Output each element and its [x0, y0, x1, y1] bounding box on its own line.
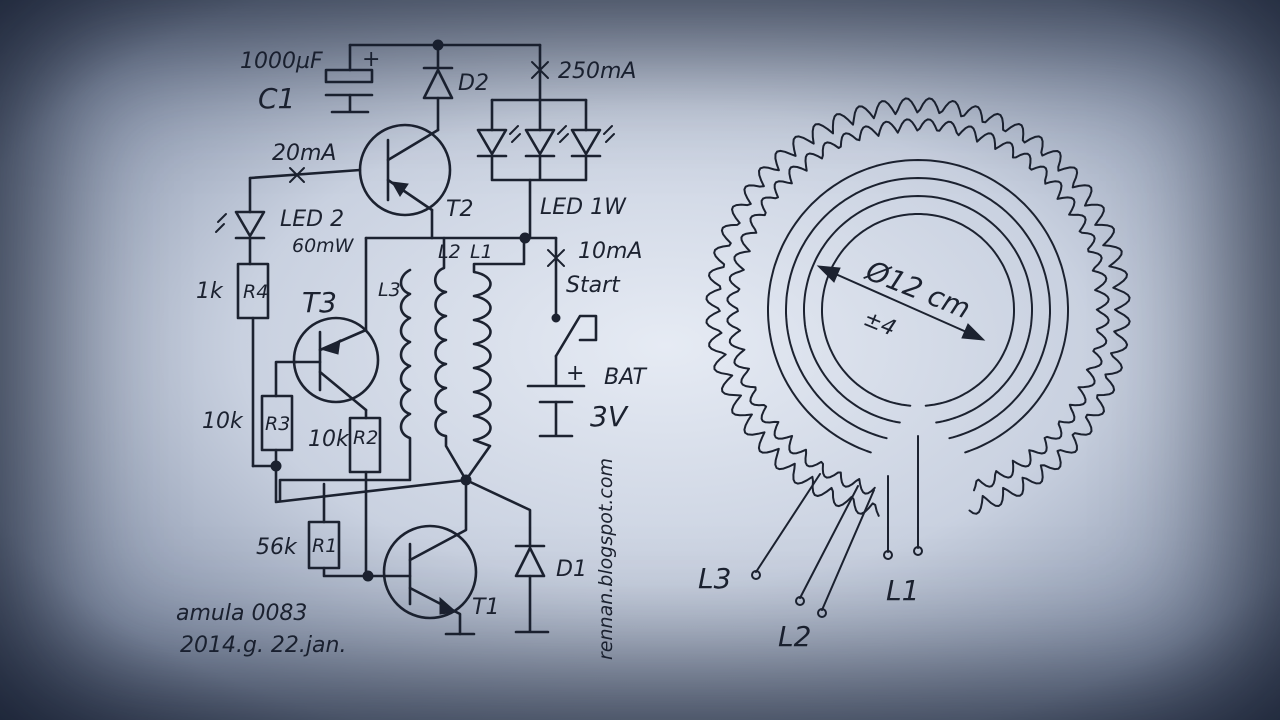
r3-label: R3 — [265, 413, 290, 435]
coil-ring — [767, 159, 1069, 454]
transistor-t2 — [358, 123, 452, 240]
r4-label: R4 — [243, 281, 268, 303]
date-label: 2014.g. 22.jan. — [180, 633, 346, 658]
junction-r1 — [362, 570, 374, 582]
coil-l1 — [464, 236, 526, 482]
current-20-label: 20mA — [272, 141, 336, 166]
coil-l3-lead — [755, 473, 821, 573]
coil-ring — [803, 195, 1033, 424]
t1-label: T1 — [472, 595, 499, 620]
terminal-l2-a — [795, 596, 805, 606]
l1-label: L1 — [470, 241, 493, 263]
r2-label: R2 — [353, 427, 378, 449]
transistor-t1 — [382, 478, 478, 636]
coil-l3-label: L3 — [698, 562, 731, 595]
led2-label: LED 2 — [280, 207, 344, 232]
d1-label: D1 — [556, 557, 587, 582]
coil-l1-label: L1 — [886, 574, 919, 607]
d2-label: D2 — [458, 71, 489, 96]
current-mark-250 — [531, 61, 549, 79]
start-label: Start — [566, 273, 621, 298]
c1-plus: + — [362, 47, 380, 72]
resistor-r4 — [236, 262, 270, 468]
bat-label: BAT — [604, 365, 648, 390]
r1-value-label: 56k — [256, 535, 298, 560]
r2-value-label: 10k — [308, 427, 350, 452]
terminal-l2-b — [817, 608, 827, 618]
coil-l2-lead-a — [799, 485, 859, 599]
bat-plus: + — [566, 361, 584, 386]
current-10-label: 10mA — [578, 239, 642, 264]
current-mark-20 — [289, 167, 305, 183]
battery — [526, 384, 586, 438]
led-1w-label: LED 1W — [540, 195, 627, 220]
current-mark-10 — [547, 249, 565, 267]
led2-power-label: 60mW — [292, 235, 355, 257]
coil-l1-l2-windings — [767, 159, 1069, 454]
led-2 — [215, 210, 266, 266]
c1-value-label: 1000µF — [240, 49, 323, 74]
author-label: amula 0083 — [176, 601, 307, 626]
coil-drawing: Ø12 cm ±4 L3 L2 L1 — [698, 97, 1131, 653]
resistor-r3 — [260, 394, 468, 504]
diameter-arrowhead-left — [816, 265, 841, 283]
coil-ring — [821, 213, 1015, 407]
schematic: + 1000µF C1 D2 250mA LED 1W — [176, 39, 648, 660]
terminal-l1-a — [913, 546, 923, 556]
t3-label: T3 — [302, 286, 337, 319]
capacitor-c1 — [324, 43, 374, 114]
coil-l2-lead-b — [821, 489, 875, 611]
diameter-arrow — [821, 267, 981, 339]
t2-label: T2 — [446, 197, 473, 222]
terminal-l3 — [751, 570, 761, 580]
website-label: rennan.blogspot.com — [595, 458, 617, 660]
led-1w-array — [476, 98, 615, 182]
coil-l3-outer-winding — [705, 97, 1131, 517]
coil-l2-label: L2 — [778, 620, 811, 653]
r4-value-label: 1k — [196, 279, 224, 304]
resistor-r1 — [307, 482, 412, 578]
coil-l3-inner-winding — [726, 118, 1110, 495]
terminal-l1-b — [883, 550, 893, 560]
start-switch — [551, 313, 598, 386]
r1-label: R1 — [312, 535, 337, 557]
c1-name-label: C1 — [258, 82, 295, 115]
r3-value-label: 10k — [202, 409, 244, 434]
resistor-r2 — [348, 408, 382, 578]
coil-ring — [785, 177, 1051, 440]
coil-l3 — [278, 236, 412, 502]
coil-l2 — [433, 236, 468, 482]
diode-d2 — [422, 43, 454, 132]
transistor-t3 — [274, 316, 380, 412]
t2-base-wire — [248, 168, 362, 180]
diameter-arrowhead-right — [961, 323, 986, 341]
voltage-label: 3V — [590, 400, 629, 433]
l2-label: L2 — [438, 241, 461, 263]
l3-label: L3 — [378, 279, 401, 301]
tolerance-label: ±4 — [860, 306, 899, 341]
diode-d1 — [464, 478, 550, 634]
current-250-label: 250mA — [558, 59, 636, 84]
